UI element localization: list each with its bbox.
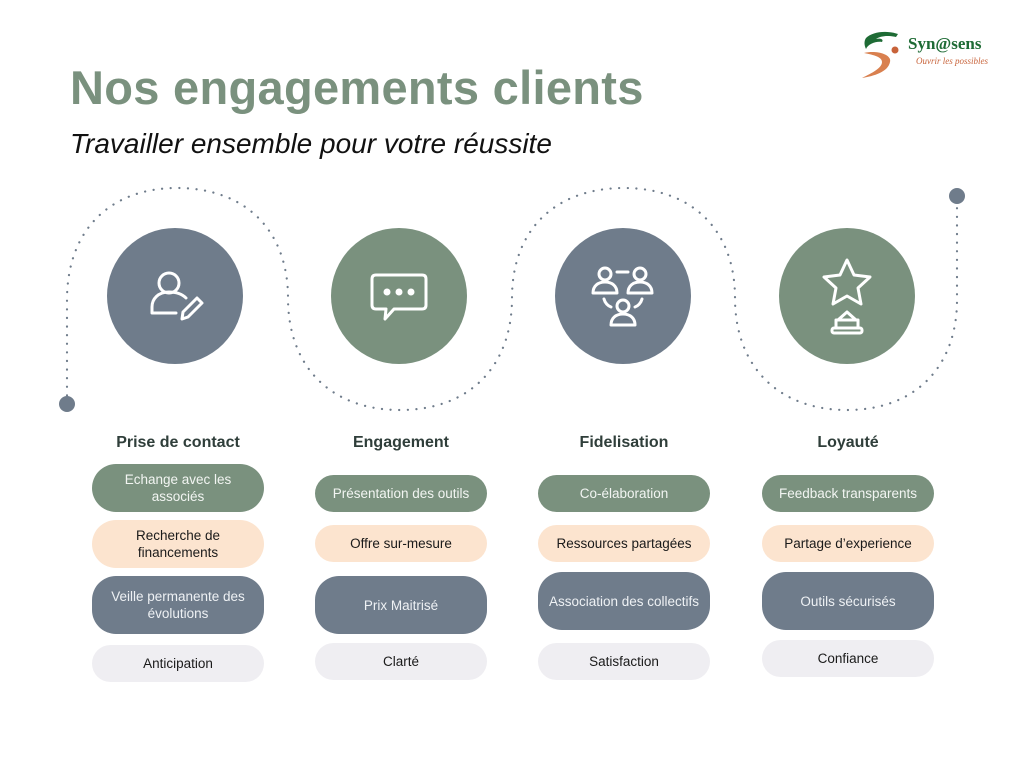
step-1-circle <box>107 228 243 364</box>
commitment-pill: Partage d’experience <box>762 525 934 562</box>
page-title: Nos engagements clients <box>70 61 644 114</box>
commitment-pill: Confiance <box>762 640 934 677</box>
commitment-pill: Anticipation <box>92 645 264 682</box>
commitment-pill: Clarté <box>315 643 487 680</box>
logo-tagline: Ouvrir les possibles <box>916 56 988 66</box>
brand-logo: Syn@sens Ouvrir les possibles <box>858 28 1008 84</box>
step-title: Fidelisation <box>579 434 669 451</box>
logo-mark-icon <box>862 31 899 78</box>
step-column-prise-de-contact: Prise de contact Echange avec les associ… <box>92 432 264 682</box>
logo-name: Syn@sens <box>908 34 982 53</box>
chat-bubble-icon <box>370 273 428 321</box>
commitment-pill: Outils sécurisés <box>762 572 934 630</box>
commitment-pill: Echange avec les associés <box>92 464 264 512</box>
commitment-pill: Veille permanente des évolutions <box>92 576 264 634</box>
path-end-dot <box>949 188 965 204</box>
step-2-circle <box>331 228 467 364</box>
page-subtitle: Travailler ensemble pour votre réussite <box>70 128 552 159</box>
team-network-icon <box>591 266 654 327</box>
step-title: Loyauté <box>817 434 879 451</box>
step-column-engagement: Engagement Présentation des outils Offre… <box>315 432 487 680</box>
path-start-dot <box>59 396 75 412</box>
commitment-pill: Co-élaboration <box>538 475 710 512</box>
commitment-pill: Présentation des outils <box>315 475 487 512</box>
user-edit-icon <box>150 271 204 321</box>
commitment-pill: Offre sur-mesure <box>315 525 487 562</box>
commitment-pill: Satisfaction <box>538 643 710 680</box>
step-3-circle <box>555 228 691 364</box>
commitment-pill: Feedback transparents <box>762 475 934 512</box>
step-column-fidelisation: Fidelisation Co-élaboration Ressources p… <box>538 432 710 680</box>
commitment-pill: Prix Maitrisé <box>315 576 487 634</box>
star-trophy-icon <box>822 258 872 335</box>
step-title: Engagement <box>352 434 449 451</box>
step-4-circle <box>779 228 915 364</box>
commitment-pill: Association des collectifs <box>538 572 710 630</box>
commitment-pill: Recherche de financements <box>92 520 264 568</box>
step-title: Prise de contact <box>116 434 240 451</box>
commitment-pill: Ressources partagées <box>538 525 710 562</box>
step-column-loyaute: Loyauté Feedback transparents Partage d’… <box>762 432 934 677</box>
